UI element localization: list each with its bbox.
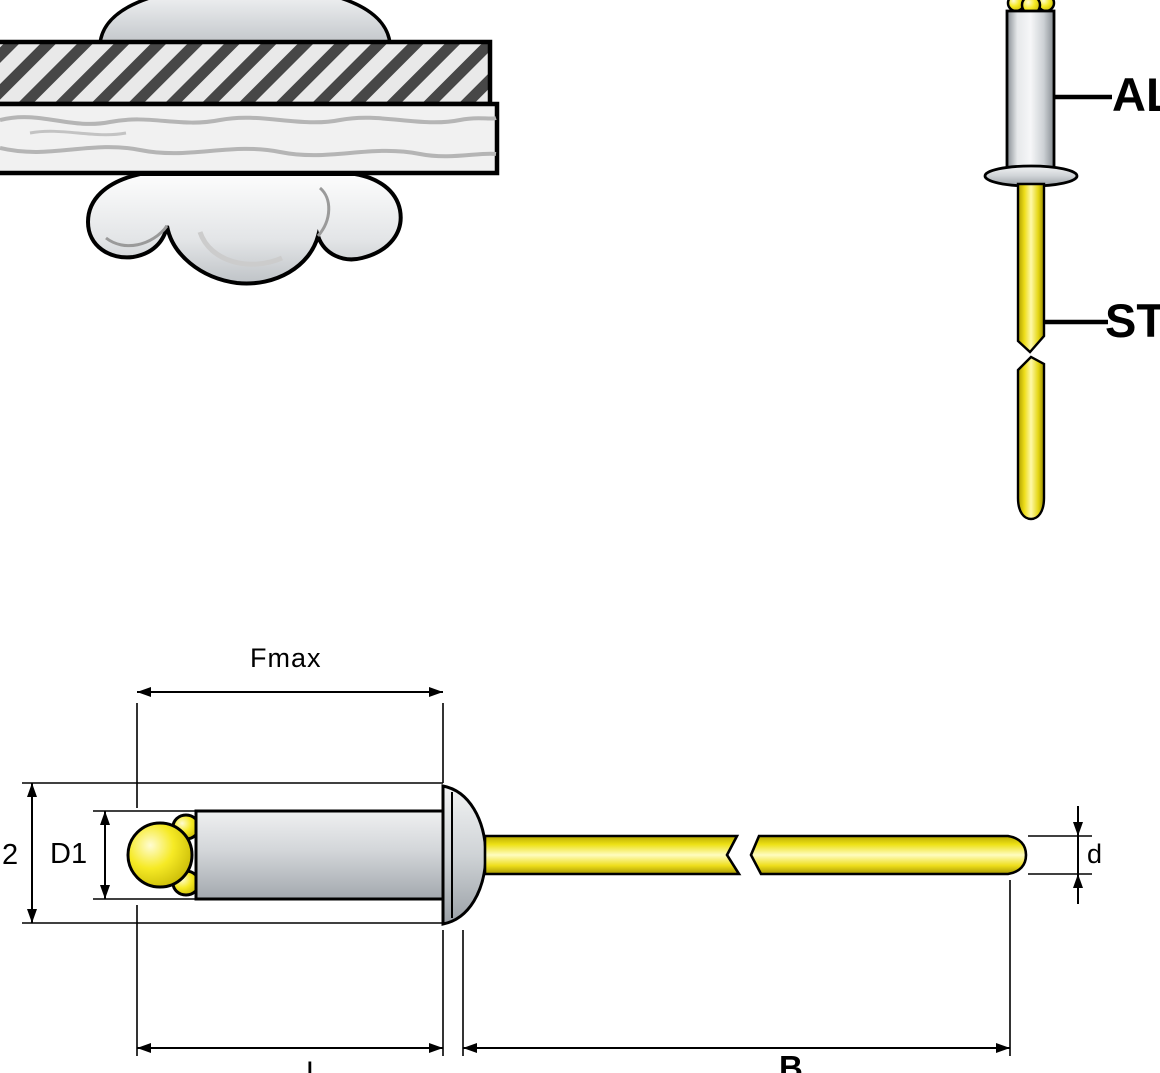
vertical-rivet-view — [983, 0, 1112, 521]
fmax-dimension-label: Fmax — [250, 643, 322, 673]
rivet-flange — [441, 784, 488, 926]
dim-bottom-left — [136, 905, 444, 1056]
mandrel-head-ball — [126, 813, 201, 897]
installed-rivet-illustration — [0, 0, 500, 286]
dim-d — [1028, 806, 1092, 904]
mandrel-stem-left — [483, 834, 742, 876]
mandrel-stem-vertical-upper — [1016, 182, 1046, 354]
dim-d1 — [93, 810, 196, 900]
d2-dimension-label-partial: 2 — [2, 839, 19, 871]
rivet-body — [194, 809, 446, 901]
mandrel-length-label-partial: B — [779, 1049, 803, 1073]
wood-plate — [0, 101, 500, 176]
rivet-body-vertical — [1005, 9, 1056, 170]
dim-bottom-right — [462, 880, 1011, 1056]
rivet-bulb — [85, 172, 403, 286]
dim-d2 — [22, 782, 443, 924]
dim-fmax — [136, 687, 444, 808]
top-plate — [0, 39, 493, 107]
rivet-dome-head — [98, 0, 392, 46]
mandrel-stem — [483, 834, 1028, 876]
body-material-label: AL — [1112, 68, 1160, 121]
d1-dimension-label: D1 — [50, 838, 88, 870]
mandrel-stem-right — [749, 834, 1028, 876]
body-length-label-partial: L — [306, 1056, 323, 1073]
dimensioned-rivet-drawing — [22, 687, 1092, 1056]
d-dimension-label: d — [1087, 839, 1103, 869]
mandrel-material-label: ST — [1105, 294, 1160, 347]
mandrel-stem-vertical-lower — [1016, 355, 1046, 521]
